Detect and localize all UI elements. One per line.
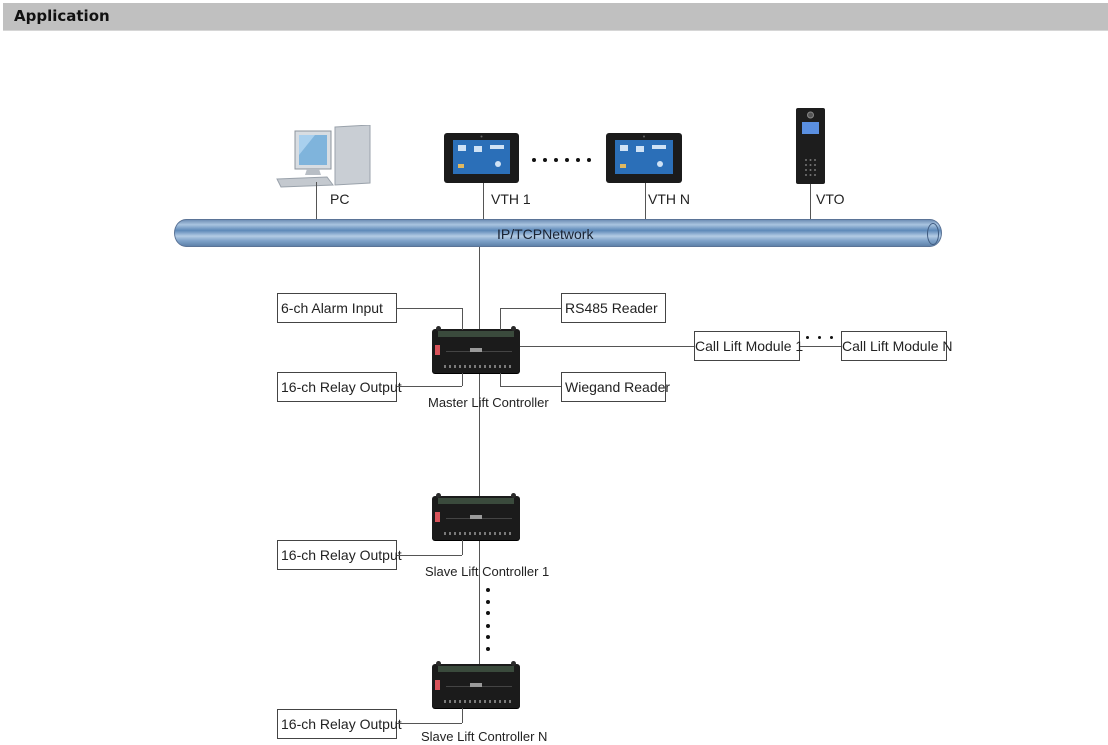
vto-label: VTO: [816, 191, 845, 207]
slave-lift-controller-1: [432, 493, 520, 540]
ellipsis-dot: [587, 158, 591, 162]
pipe-end-cap: [927, 223, 939, 245]
slave-n-relay-output-box: 16-ch Relay Output: [277, 709, 402, 739]
relay-output-link: [397, 386, 462, 387]
slave-n-relay-link: [397, 723, 462, 724]
ellipsis-dot: [532, 158, 536, 162]
call-lift-chain-link: [800, 346, 842, 347]
ellipsis-dot: [806, 336, 809, 339]
ellipsis-dot: [486, 624, 490, 628]
indoor-monitor-icon: [444, 133, 519, 183]
section-header: Application: [3, 3, 1108, 31]
vth1-link: [483, 183, 484, 219]
slave-1-relay-link: [397, 555, 462, 556]
network-label: IP/TCPNetwork: [497, 226, 594, 242]
ellipsis-dot: [830, 336, 833, 339]
slave-lift-controller-n: [432, 661, 520, 708]
vto-link: [810, 184, 811, 219]
section-title: Application: [14, 7, 110, 25]
ellipsis-dot: [486, 611, 490, 615]
rs485-reader-box: RS485 Reader: [561, 293, 666, 323]
slave-controller-n-label: Slave Lift Controller N: [421, 729, 548, 744]
network-bus: [174, 219, 942, 247]
relay-output-box: 16-ch Relay Output: [277, 372, 402, 402]
pc-label: PC: [330, 191, 350, 207]
ellipsis-dot: [554, 158, 558, 162]
relay-output-link-v: [462, 373, 463, 386]
rs485-link-v: [500, 308, 501, 330]
call-lift-module-n-box: Call Lift Module N: [841, 331, 953, 361]
call-lift-module-1-box: Call Lift Module 1: [694, 331, 803, 361]
desktop-pc-icon: [275, 124, 371, 193]
door-station-icon: [796, 108, 825, 184]
wiegand-link: [500, 386, 561, 387]
pc-link: [316, 182, 317, 219]
slave-n-relay-link-v: [462, 708, 463, 723]
alarm-input-link-v: [462, 308, 463, 330]
ellipsis-dot: [486, 588, 490, 592]
ellipsis-dot: [543, 158, 547, 162]
ellipsis-dot: [818, 336, 821, 339]
ellipsis-dot: [576, 158, 580, 162]
indoor-monitor-icon: [606, 133, 682, 183]
call-lift-link: [520, 346, 694, 347]
slave-controller-1-label: Slave Lift Controller 1: [425, 564, 550, 579]
rs485-link: [500, 308, 561, 309]
ellipsis-dot: [486, 600, 490, 604]
ellipsis-dot: [486, 635, 490, 639]
master-controller-label: Master Lift Controller: [428, 395, 549, 410]
slave-1-relay-output-box: 16-ch Relay Output: [277, 540, 402, 570]
vthn-link: [645, 183, 646, 219]
vth1-label: VTH 1: [491, 191, 531, 207]
slave-1-relay-link-v: [462, 540, 463, 555]
master-lift-controller: [432, 326, 520, 373]
wiegand-link-v: [500, 373, 501, 386]
wiegand-reader-box: Wiegand Reader: [561, 372, 670, 402]
alarm-input-box: 6-ch Alarm Input: [277, 293, 397, 323]
ellipsis-dot: [565, 158, 569, 162]
ellipsis-dot: [486, 647, 490, 651]
trunk-line: [479, 247, 480, 705]
vthn-label: VTH N: [648, 191, 690, 207]
alarm-input-link: [397, 308, 462, 309]
